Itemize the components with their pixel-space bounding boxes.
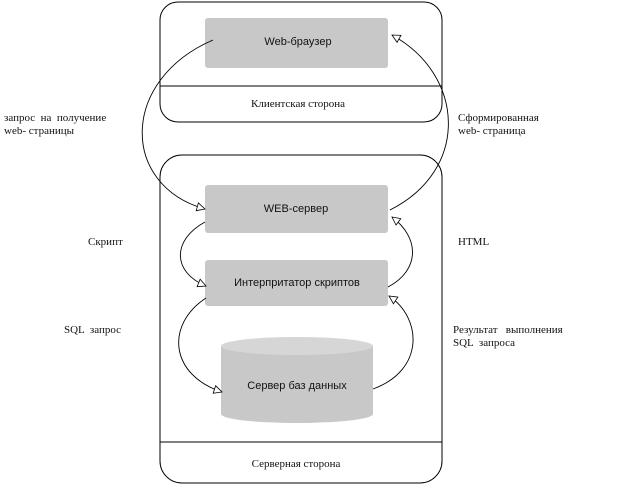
arrow-script-to-interpreter [180, 221, 207, 288]
node-web-browser: Web-браузер [205, 18, 388, 68]
node-database-server: Сервер баз данных [221, 337, 373, 423]
html-label: HTML [458, 236, 489, 248]
request-label-line1: запрос на получение [4, 112, 106, 124]
node-script-interpreter: Интерпритатор скриптов [205, 260, 388, 306]
script-interpreter-box [205, 260, 388, 306]
web-server-box [205, 185, 388, 233]
edge-labels: запрос на получение web- страницы Сформи… [4, 112, 563, 349]
client-zone: Клиентская сторона [159, 1, 443, 123]
sql-label: SQL запрос [64, 324, 121, 336]
arrow-html-to-server [387, 216, 413, 288]
client-zone-label: Клиентская сторона [251, 98, 345, 110]
script-interpreter-label: Интерпритатор скриптов [234, 277, 360, 289]
result-label-line1: Результат выполнения [453, 324, 563, 336]
server-zone-frame [159, 154, 443, 484]
web-server-label: WEB-сервер [264, 203, 328, 215]
page-label-line1: Сформированная [458, 112, 539, 124]
server-zone: Серверная сторона [159, 154, 443, 484]
database-label: Сервер баз данных [247, 380, 347, 392]
arrow-result-to-interpreter [372, 295, 414, 390]
database-cylinder-top [221, 337, 373, 355]
arrow-request-to-server [141, 39, 214, 212]
client-zone-frame [159, 1, 443, 123]
page-label-line2: web- страница [458, 125, 526, 137]
server-zone-label: Серверная сторона [252, 458, 341, 470]
arrow-page-to-browser [389, 34, 449, 211]
request-label-line2: web- страницы [4, 125, 75, 137]
script-label: Скрипт [88, 236, 123, 248]
web-browser-label: Web-браузер [264, 36, 331, 48]
database-cylinder [221, 346, 373, 423]
node-web-server: WEB-сервер [205, 185, 388, 233]
web-browser-box [205, 18, 388, 68]
edges [141, 34, 449, 394]
arrow-sql-to-database [178, 297, 223, 394]
result-label-line2: SQL запроса [453, 337, 515, 349]
